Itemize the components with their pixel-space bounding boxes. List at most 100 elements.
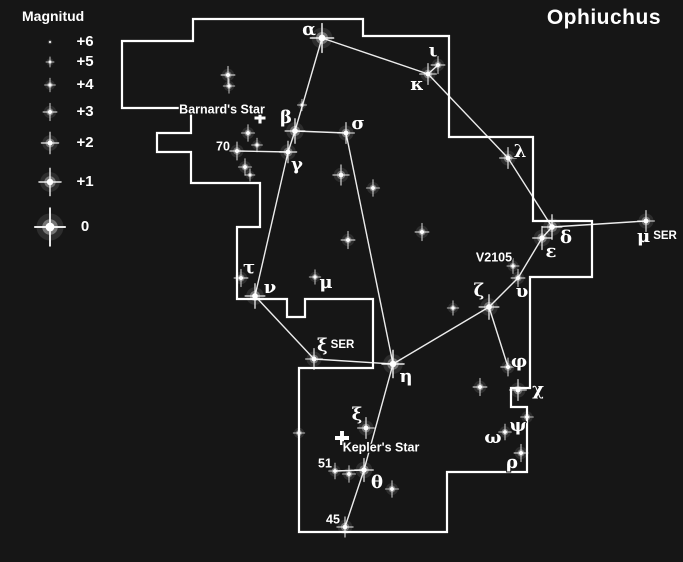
star-rho [513, 443, 529, 463]
star-lambda [499, 147, 517, 169]
constellation-line-alpha-beta [294, 37, 323, 132]
barnard-cross-icon [254, 112, 266, 124]
star-v2105 [506, 258, 520, 274]
legend-star-0 [33, 207, 67, 247]
star-muser [637, 210, 655, 232]
star-label-iota: ι [429, 40, 438, 61]
star-label-rho: ρ [506, 452, 518, 473]
constellation-line-alpha-kappa [321, 37, 429, 75]
legend-label-+6: +6 [76, 33, 93, 50]
barnard-label: Barnard's Star [179, 102, 265, 116]
legend-label-0: 0 [81, 218, 89, 235]
constellation-line-beta-gamma [287, 130, 296, 153]
star-f12 [446, 300, 460, 316]
star-star70 [229, 141, 245, 161]
star-label-star51: 51 [318, 456, 332, 470]
star-label-eta: η [399, 366, 412, 387]
legend-label-+3: +3 [76, 103, 93, 120]
star-label-sigma: σ [351, 113, 364, 134]
kepler-label: Kepler's Star [343, 440, 420, 454]
star-epsilon [532, 225, 552, 251]
star-xiser [305, 348, 323, 370]
star-label-nu: ν [264, 277, 277, 298]
legend-label-+2: +2 [76, 134, 93, 151]
star-phi [500, 357, 516, 377]
star-f7 [244, 168, 256, 182]
legend-label-+5: +5 [76, 53, 93, 70]
constellation-boundary [120, 17, 594, 534]
star-f3 [296, 98, 308, 112]
star-label-mu: μ [319, 272, 332, 293]
star-delta [541, 214, 563, 240]
star-theta [354, 457, 374, 483]
star-f1 [220, 65, 236, 85]
star-zeta [478, 294, 500, 320]
constellation-line-gamma-nu [254, 151, 289, 297]
star-psi [520, 408, 534, 426]
star-alpha [309, 22, 335, 54]
star-chi [509, 379, 527, 401]
star-gamma [278, 140, 298, 164]
star-label-beta: β [280, 107, 292, 128]
star-label-gamma: γ [291, 154, 303, 175]
legend-star-+1 [38, 167, 62, 197]
constellation-line-zeta-phi [488, 306, 509, 368]
constellation-line-zeta-eta [392, 306, 490, 365]
star-kappa [419, 63, 437, 85]
constellation-line-epsilon-upsilon [517, 237, 543, 279]
constellation-line-theta-star45 [344, 469, 365, 528]
legend-label-+4: +4 [76, 76, 94, 93]
star-label-theta: θ [371, 472, 383, 493]
star-label-star70: 70 [216, 139, 230, 153]
star-f10 [340, 230, 356, 250]
star-sigma [337, 122, 355, 144]
legend-star-+3 [42, 102, 58, 122]
page-title: Ophiuchus [546, 6, 661, 29]
constellation-line-eta-sigma [345, 132, 394, 365]
star-xi [357, 417, 375, 439]
star-label-tau: τ [243, 257, 255, 278]
legend-title: Magnitud [22, 8, 85, 24]
star-upsilon [510, 268, 526, 288]
star-label-alpha: α [302, 19, 316, 40]
star-label-psi: ψ [510, 415, 527, 436]
star-omega [498, 423, 512, 441]
star-f4 [240, 124, 256, 142]
legend-label-+1: +1 [76, 173, 93, 190]
star-star45 [336, 516, 354, 538]
constellation-line-delta-muser [551, 220, 647, 228]
star-nu [244, 283, 266, 309]
legend-star-+2 [40, 131, 60, 155]
star-label-xi: ξ [352, 404, 363, 425]
star-label-omega: ω [484, 427, 501, 448]
constellation-line-eta-theta [363, 363, 394, 471]
legend-star-+6 [47, 39, 53, 45]
star-label-v2105: V2105 [476, 250, 512, 264]
star-beta [284, 118, 306, 144]
star-f16 [384, 480, 400, 498]
star-label-zeta: ζ [474, 280, 485, 301]
star-label-kappa: κ [410, 74, 424, 95]
star-f13 [472, 377, 488, 397]
constellation-line-lambda-delta [507, 157, 553, 228]
star-label-phi: φ [511, 351, 527, 372]
constellation-line-zeta-upsilon [488, 277, 519, 308]
star-eta [381, 349, 405, 379]
star-mu [308, 269, 322, 285]
legend-star-+5 [45, 56, 55, 68]
constellation-line-nu-xiser [254, 295, 315, 360]
star-label-delta: δ [560, 227, 572, 248]
star-f15 [341, 465, 357, 483]
kepler-cross-icon [335, 431, 349, 445]
star-f5 [251, 137, 263, 153]
star-star51 [328, 462, 342, 480]
star-tau [233, 268, 249, 288]
legend-star-+4 [44, 77, 56, 93]
star-label-epsilon: ε [546, 241, 557, 262]
star-iota [430, 55, 446, 75]
star-f14 [292, 425, 306, 441]
